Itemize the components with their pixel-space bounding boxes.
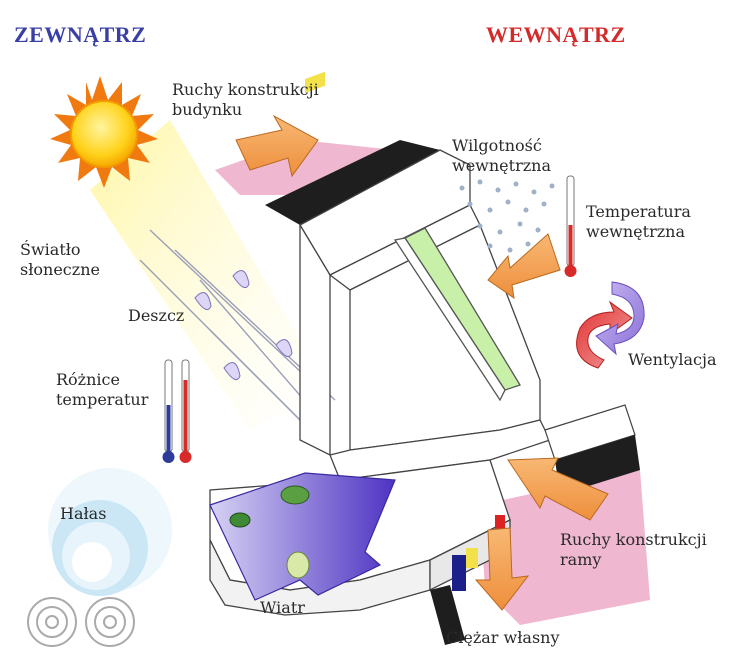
wall-dark-bottom [430, 585, 465, 645]
thermometer-hot-icon [179, 359, 192, 463]
seal-yellow [305, 71, 325, 93]
thermometer-inside-icon [564, 175, 577, 277]
wind-arrow [209, 472, 396, 601]
seal-red [495, 515, 505, 531]
arrow-building-movement [235, 114, 319, 178]
rain-drops [194, 270, 293, 381]
pink-zone-bottom [480, 470, 650, 625]
ventilation-icon [576, 281, 645, 369]
sunlight-beam [90, 120, 330, 430]
leaf-icons [229, 485, 310, 579]
thermometer-cold-icon [162, 359, 175, 463]
arrow-inside-temperature [487, 233, 561, 300]
label-noise: Hałas [60, 504, 107, 523]
arrow-dead-weight [474, 527, 530, 611]
humidity-drops [459, 179, 555, 253]
label-dead-weight: Ciężar własny [446, 628, 560, 647]
label-rain: Deszcz [128, 306, 185, 325]
seal-blue [452, 555, 466, 591]
pink-zone-top [215, 140, 395, 195]
sun-icon [50, 76, 158, 188]
label-ventilation: Wentylacja [628, 350, 717, 369]
frame-top-band [265, 140, 440, 225]
inside-header: WEWNĄTRZ [486, 22, 626, 47]
noise-waves-icon [48, 468, 172, 596]
glass-frame [393, 237, 506, 402]
outside-header: ZEWNĄTRZ [14, 22, 147, 47]
speaker-icons [27, 597, 135, 647]
label-wind: Wiatr [260, 598, 305, 617]
arrow-frame-movement [507, 457, 609, 521]
seal-yellow-2 [466, 548, 478, 568]
